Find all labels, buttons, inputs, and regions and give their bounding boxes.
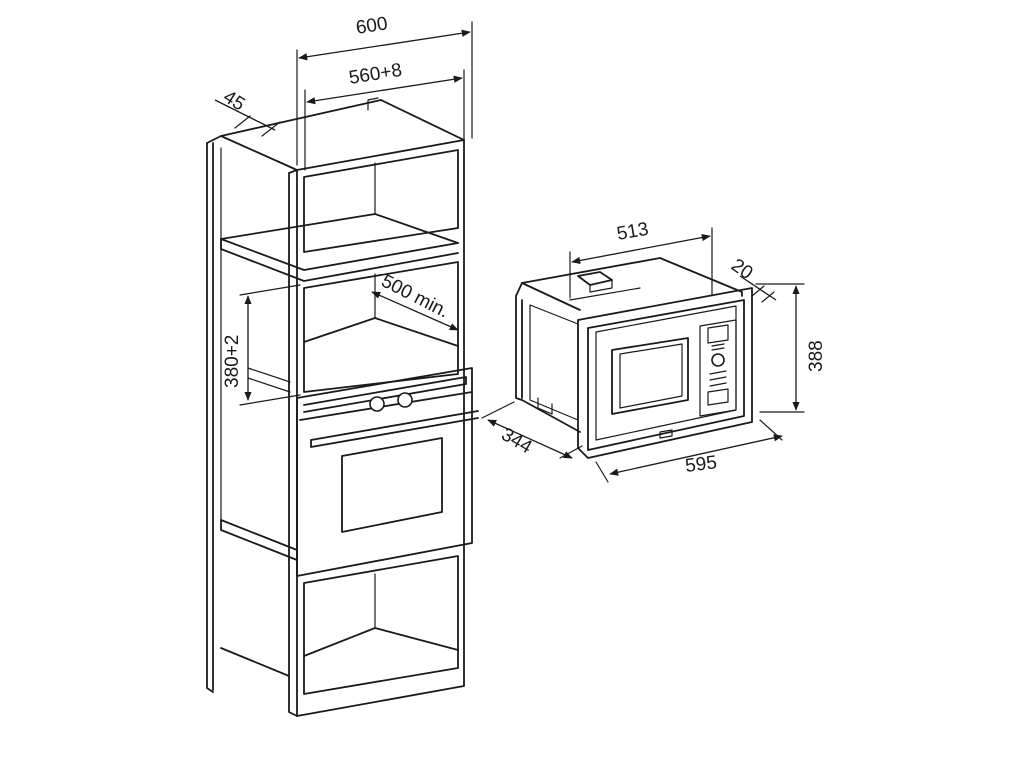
microwave-dial	[711, 353, 725, 367]
dim-500min-label: 500 min.	[378, 271, 452, 323]
dim-20-label: 20	[727, 255, 756, 284]
dim-560-label: 560+8	[347, 60, 403, 89]
oven-front	[296, 367, 473, 577]
oven-window	[341, 437, 443, 533]
dim-380-label: 380+2	[222, 335, 243, 388]
dim-45-label: 45	[219, 86, 248, 115]
microwave-control-panel	[699, 319, 737, 417]
microwave-vent	[577, 271, 613, 286]
dim-513-label: 513	[615, 219, 650, 245]
cabinet-dimensions: 600 560+8 45 500 min. 380+2	[214, 13, 473, 406]
microwave-display	[707, 324, 729, 344]
dim-344-label: 344	[498, 424, 536, 458]
oven-knob-right	[397, 392, 413, 408]
microwave-window	[611, 337, 689, 415]
dim-600-label: 600	[354, 13, 389, 39]
oven-control-strip	[299, 391, 473, 421]
oven-knob-left	[369, 396, 385, 412]
cabinet-left-edge	[206, 142, 214, 693]
built-in-oven	[220, 367, 479, 695]
dim-595-label: 595	[684, 452, 718, 477]
oven-handle	[310, 410, 479, 448]
microwave	[515, 257, 753, 459]
tall-cabinet	[206, 99, 465, 717]
dim-388-label: 388	[806, 340, 827, 372]
